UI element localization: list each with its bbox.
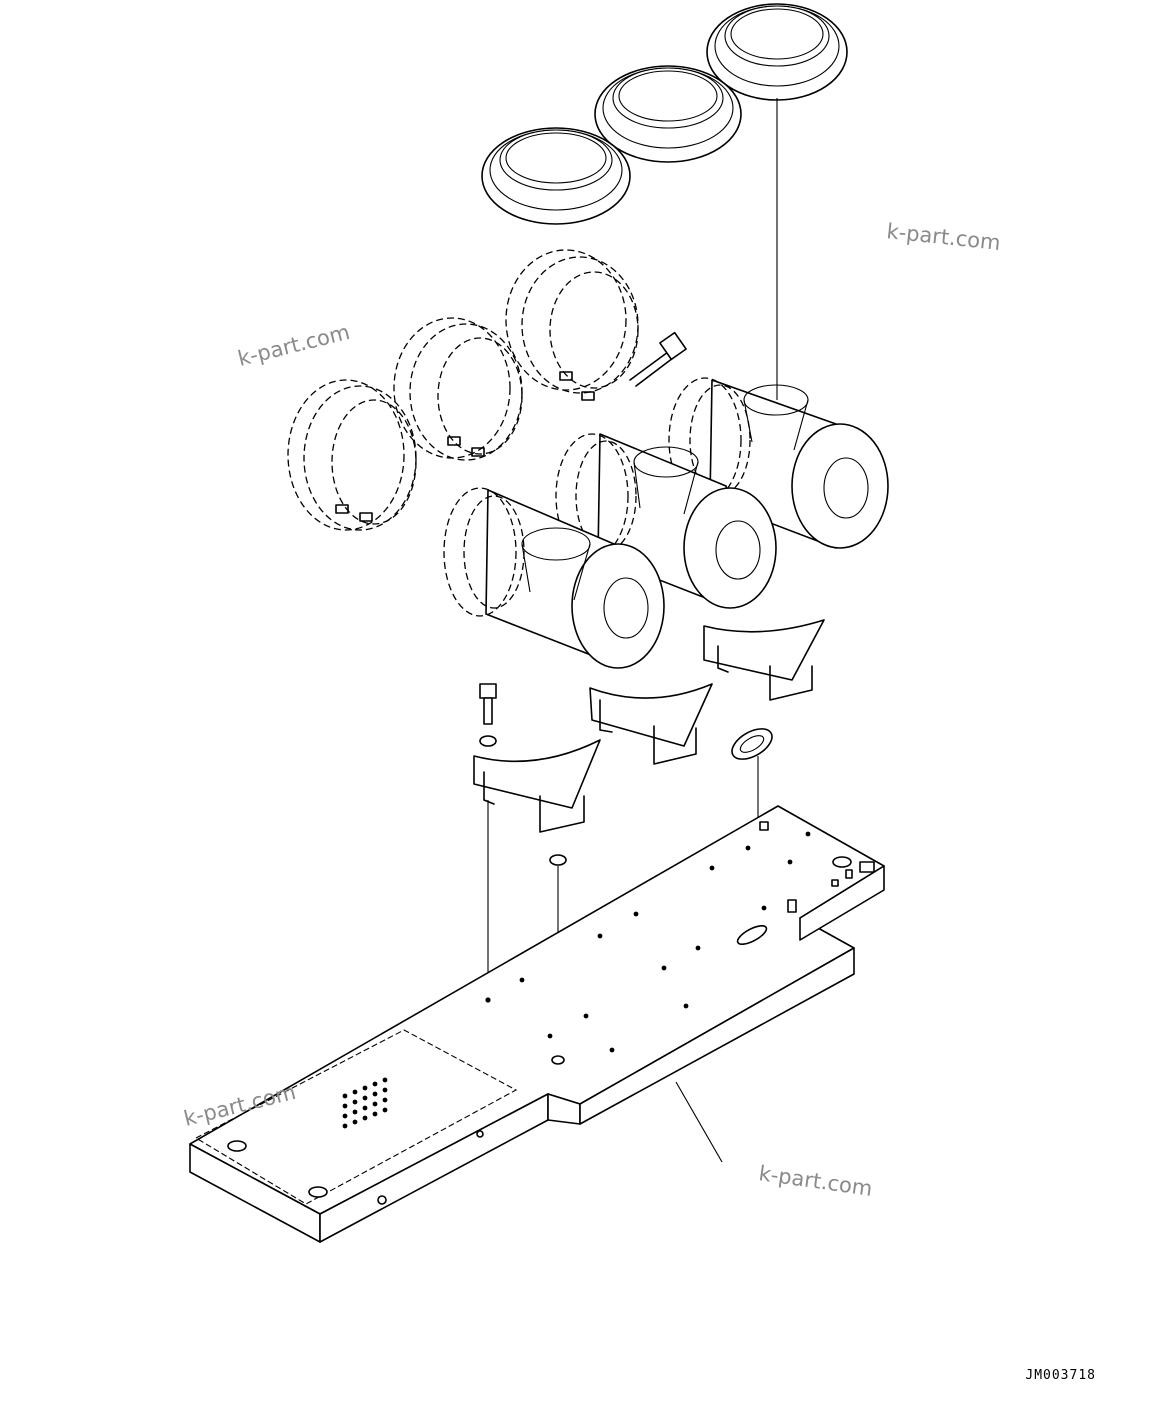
clamp-band-middle bbox=[393, 317, 523, 461]
filter-cap-middle bbox=[594, 65, 742, 163]
clamp-band-right bbox=[505, 249, 639, 401]
vent-hole-grid bbox=[342, 1077, 388, 1129]
mounting-bracket-left bbox=[473, 739, 601, 833]
filter-cover-caps bbox=[481, 3, 848, 225]
base-plate bbox=[189, 805, 885, 1243]
watermark-text: k-part.com bbox=[235, 320, 352, 371]
clamp-bands bbox=[287, 249, 639, 531]
mounting-bracket-right bbox=[703, 619, 825, 701]
mounting-bracket-middle bbox=[589, 683, 713, 765]
filter-cap-left bbox=[481, 127, 631, 225]
leader-line-base bbox=[675, 1081, 723, 1163]
mount-bolt bbox=[479, 683, 497, 1000]
watermark-text: k-part.com bbox=[757, 1161, 874, 1201]
filter-cap-right bbox=[706, 3, 848, 101]
watermark-text: k-part.com bbox=[885, 219, 1001, 255]
drawing-code: JM003718 bbox=[1025, 1368, 1096, 1383]
filter-housing-left bbox=[443, 487, 665, 669]
clamp-bolt bbox=[629, 331, 687, 387]
clamp-band-left bbox=[287, 379, 417, 531]
